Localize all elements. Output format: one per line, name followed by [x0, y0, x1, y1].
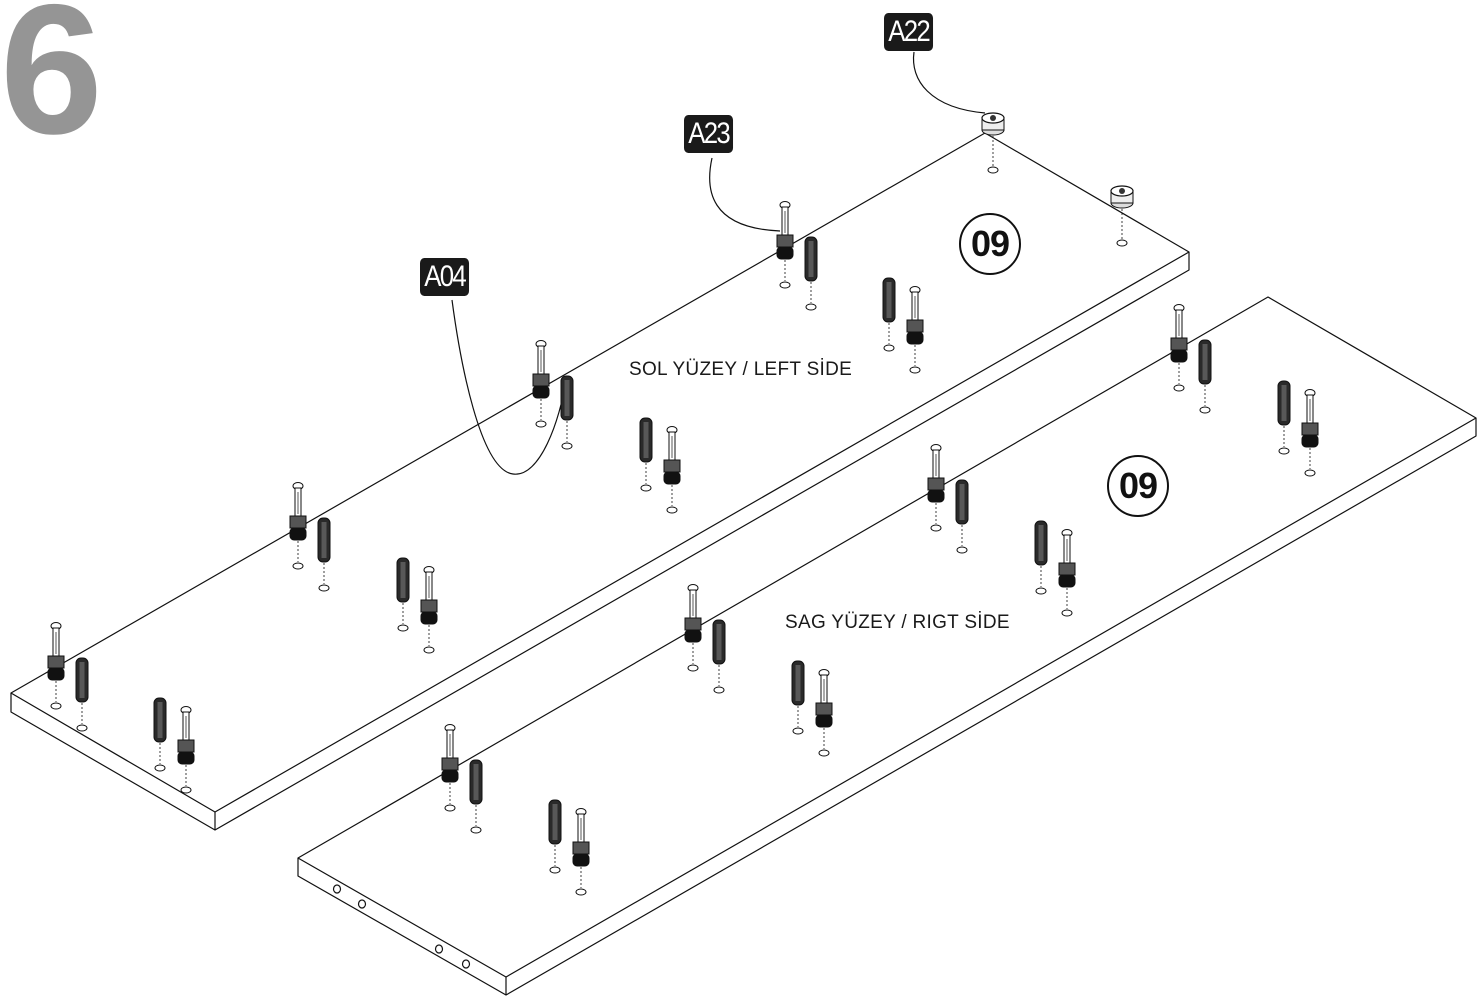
cam-bolt-icon	[1058, 529, 1076, 617]
callout-leader-a23	[709, 157, 781, 232]
wooden-dowel-icon	[955, 479, 969, 554]
callout-a23: A23	[684, 115, 734, 153]
left-panel-part-badge: 09	[959, 213, 1021, 275]
cam-bolt-icon	[532, 340, 550, 428]
callout-leader-a22	[912, 51, 986, 114]
wooden-dowel-icon	[396, 557, 410, 632]
cam-lock-icon	[1110, 185, 1134, 247]
step-number: 6	[0, 0, 103, 173]
cam-bolt-icon	[572, 808, 590, 896]
wooden-dowel-icon	[804, 236, 818, 311]
cam-bolt-icon	[1301, 389, 1319, 477]
wooden-dowel-icon	[882, 277, 896, 352]
left-panel-label: SOL YÜZEY / LEFT SİDE	[629, 359, 853, 380]
callout-leader-a04	[451, 299, 567, 475]
wooden-dowel-icon	[560, 375, 574, 450]
cam-bolt-icon	[684, 584, 702, 672]
wooden-dowel-icon	[712, 619, 726, 694]
cam-bolt-icon	[776, 201, 794, 289]
cam-bolt-icon	[815, 669, 833, 757]
cam-bolt-icon	[1170, 304, 1188, 392]
callout-a04: A04	[420, 258, 470, 296]
wooden-dowel-icon	[1277, 380, 1291, 455]
wooden-dowel-icon	[548, 799, 562, 874]
cam-bolt-icon	[663, 426, 681, 514]
wooden-dowel-icon	[1198, 339, 1212, 414]
wooden-dowel-icon	[469, 759, 483, 834]
right-panel-label: SAG YÜZEY / RIGT SİDE	[785, 612, 1010, 633]
wooden-dowel-icon	[1034, 520, 1048, 595]
cam-bolt-icon	[420, 566, 438, 654]
wooden-dowel-icon	[639, 417, 653, 492]
callout-a22: A22	[884, 13, 934, 51]
cam-bolt-icon	[289, 482, 307, 570]
cam-bolt-icon	[47, 622, 65, 710]
cam-bolt-icon	[927, 444, 945, 532]
right-panel-part-badge: 09	[1107, 455, 1169, 517]
cam-bolt-icon	[906, 286, 924, 374]
cam-bolt-icon	[177, 706, 195, 794]
wooden-dowel-icon	[317, 517, 331, 592]
cam-lock-icon	[981, 112, 1005, 174]
wooden-dowel-icon	[791, 660, 805, 735]
wooden-dowel-icon	[153, 697, 167, 772]
right-panel-board	[297, 296, 1477, 996]
wooden-dowel-icon	[75, 657, 89, 732]
hardware-group	[47, 112, 1319, 896]
cam-bolt-icon	[441, 724, 459, 812]
